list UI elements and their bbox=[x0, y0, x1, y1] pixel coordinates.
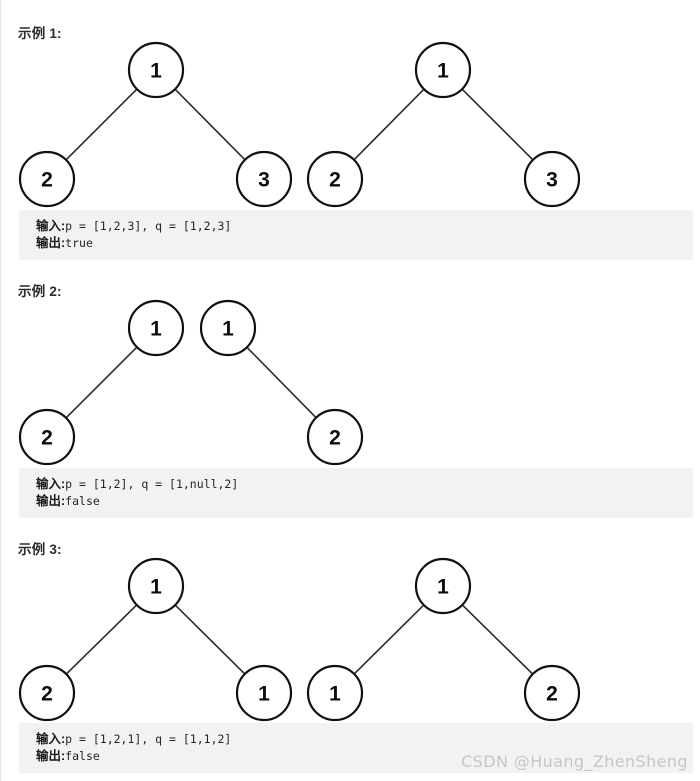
tree-1-tree-p: 1 2 3 bbox=[18, 41, 293, 208]
tree-edge bbox=[352, 603, 426, 676]
tree-node-value: 2 bbox=[329, 427, 341, 450]
tree-node-value: 2 bbox=[546, 683, 558, 706]
output-value-1: true bbox=[65, 236, 93, 250]
tree-node-value: 2 bbox=[41, 427, 53, 450]
example-label-1: 示例 1: bbox=[18, 26, 62, 41]
io-box-2: 输入:p = [1,2], q = [1,null,2] 输出:false bbox=[19, 468, 693, 518]
tree-edge bbox=[352, 87, 426, 162]
input-value-3: p = [1,2,1], q = [1,1,2] bbox=[65, 732, 232, 746]
io-box-1: 输入:p = [1,2,3], q = [1,2,3] 输出:true bbox=[19, 210, 693, 260]
tree-node-circle bbox=[127, 41, 185, 99]
output-key-1: 输出: bbox=[36, 236, 66, 250]
tree-edge bbox=[64, 603, 139, 676]
tree-node-circle bbox=[235, 150, 293, 208]
tree-edge bbox=[245, 345, 318, 420]
tree-node-value: 1 bbox=[150, 60, 162, 83]
tree-node-circle bbox=[306, 150, 364, 208]
tree-node-circle bbox=[414, 41, 472, 99]
tree-node-circle bbox=[18, 408, 76, 466]
tree-3-tree-p: 1 2 1 bbox=[18, 557, 293, 722]
tree-node-circle bbox=[199, 299, 257, 357]
output-value-3: false bbox=[65, 749, 100, 763]
csdn-watermark: CSDN @Huang_ZhenSheng bbox=[461, 752, 688, 771]
tree-node-circle bbox=[523, 150, 581, 208]
output-key-2: 输出: bbox=[36, 494, 66, 508]
input-key-3: 输入: bbox=[36, 732, 66, 746]
example-label-3: 示例 3: bbox=[18, 542, 62, 557]
tree-node-circle bbox=[414, 557, 472, 615]
tree-node-value: 1 bbox=[437, 60, 449, 83]
input-key-1: 输入: bbox=[36, 219, 66, 233]
tree-node-value: 1 bbox=[437, 576, 449, 599]
input-line-1: 输入:p = [1,2,3], q = [1,2,3] bbox=[36, 218, 693, 235]
input-line-2: 输入:p = [1,2], q = [1,null,2] bbox=[36, 476, 693, 493]
input-value-1: p = [1,2,3], q = [1,2,3] bbox=[65, 219, 232, 233]
tree-edge bbox=[64, 345, 139, 420]
tree-node-circle bbox=[127, 557, 185, 615]
tree-node-value: 2 bbox=[41, 683, 53, 706]
tree-node-value: 1 bbox=[329, 683, 341, 706]
tree-edge bbox=[64, 87, 139, 162]
tree-node-value: 1 bbox=[258, 683, 270, 706]
output-line-3: 输出:false bbox=[36, 748, 693, 765]
tree-node-value: 1 bbox=[150, 318, 162, 341]
output-value-2: false bbox=[65, 494, 100, 508]
tree-2-tree-q: 12 bbox=[199, 299, 364, 466]
tree-node-value: 2 bbox=[329, 169, 341, 192]
input-key-2: 输入: bbox=[36, 477, 66, 491]
tree-edge bbox=[460, 603, 535, 676]
tree-node-circle bbox=[306, 408, 364, 466]
tree-2-tree-p: 12 bbox=[18, 299, 185, 466]
tree-edge bbox=[173, 603, 247, 676]
tree-node-circle bbox=[523, 664, 581, 722]
input-line-3: 输入:p = [1,2,1], q = [1,1,2] bbox=[36, 731, 693, 748]
output-line-2: 输出:false bbox=[36, 493, 693, 510]
tree-node-value: 3 bbox=[546, 169, 558, 192]
tree-node-value: 1 bbox=[150, 576, 162, 599]
tree-3-tree-q: 1 1 2 bbox=[306, 557, 581, 722]
tree-node-value: 2 bbox=[41, 169, 53, 192]
output-key-3: 输出: bbox=[36, 749, 66, 763]
tree-1-tree-q: 1 2 3 bbox=[306, 41, 581, 208]
tree-node-circle bbox=[235, 664, 293, 722]
tree-node-circle bbox=[127, 299, 185, 357]
tree-node-value: 3 bbox=[258, 169, 270, 192]
tree-node-value: 1 bbox=[222, 318, 234, 341]
tree-node-circle bbox=[18, 664, 76, 722]
tree-edge bbox=[173, 87, 247, 162]
tree-node-circle bbox=[306, 664, 364, 722]
tree-node-circle bbox=[18, 150, 76, 208]
input-value-2: p = [1,2], q = [1,null,2] bbox=[65, 477, 239, 491]
io-box-3: 输入:p = [1,2,1], q = [1,1,2] 输出:false bbox=[19, 723, 693, 773]
output-line-1: 输出:true bbox=[36, 235, 693, 252]
example-label-2: 示例 2: bbox=[18, 284, 62, 299]
tree-edge bbox=[460, 87, 535, 162]
